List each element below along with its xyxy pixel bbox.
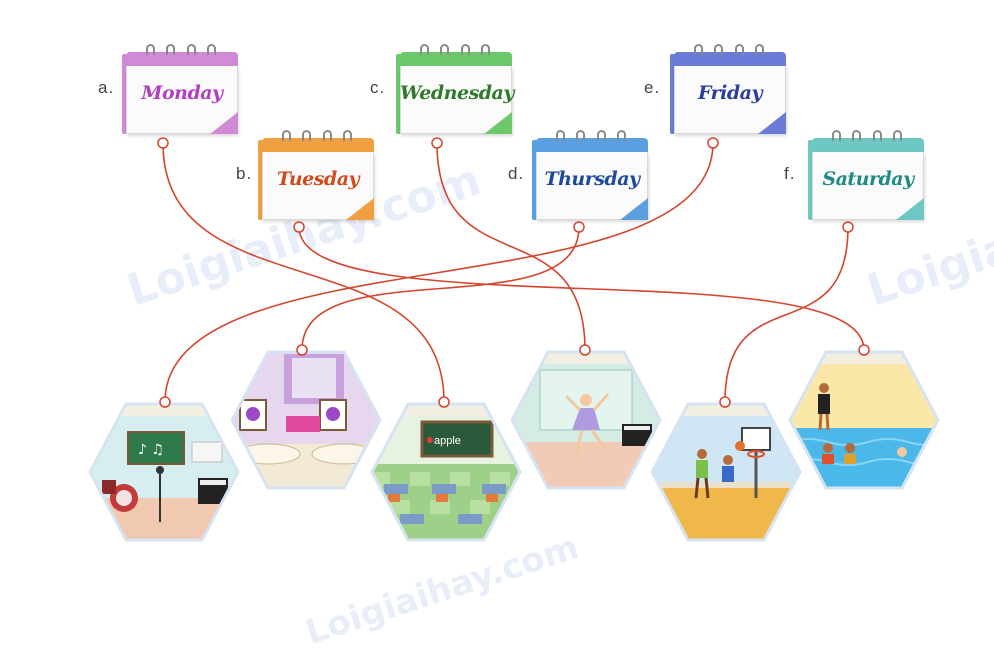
connection-line-tuesday [298,226,865,351]
calendar-day-label: Wednesday [400,82,514,104]
board-text: apple [434,435,461,447]
classroom-icon[interactable]: apple [370,402,522,542]
label-a: a. [98,78,115,97]
calendar-day-label: Saturday [822,168,914,190]
calendar-day-label: Monday [141,82,223,104]
label-e: e. [644,78,661,97]
label-d: d. [508,164,525,183]
anchor-wednesday[interactable] [431,137,443,149]
swimming-pool-icon[interactable] [788,350,940,490]
watermark: Loigiaihay.com [300,527,584,653]
calendar-day-label: Friday [697,82,763,104]
calendar-saturday[interactable]: Saturday [808,130,926,224]
calendar-wednesday[interactable]: Wednesday [396,44,514,138]
calendar-day-label: Thursday [544,168,640,190]
calendar-monday[interactable]: Monday [122,44,240,138]
label-f: f. [784,164,796,183]
dance-room-icon[interactable] [510,350,662,490]
anchor-friday[interactable] [707,137,719,149]
music-room-icon[interactable]: ♪ ♫ [88,402,240,542]
calendar-tuesday[interactable]: Tuesday [258,130,376,224]
calendar-friday[interactable]: Friday [670,44,788,138]
anchor-monday[interactable] [157,137,169,149]
calendar-day-label: Tuesday [276,168,360,190]
art-room-icon[interactable] [230,350,382,490]
matching-exercise: Loigiaihay.com Loigiaihay.com Loigiaihay… [88,44,994,653]
label-c: c. [370,78,386,97]
calendar-thursday[interactable]: Thursday [532,130,650,224]
basketball-court-icon[interactable] [650,402,802,542]
label-b: b. [236,164,253,183]
svg-text:♪ ♫: ♪ ♫ [138,442,164,458]
